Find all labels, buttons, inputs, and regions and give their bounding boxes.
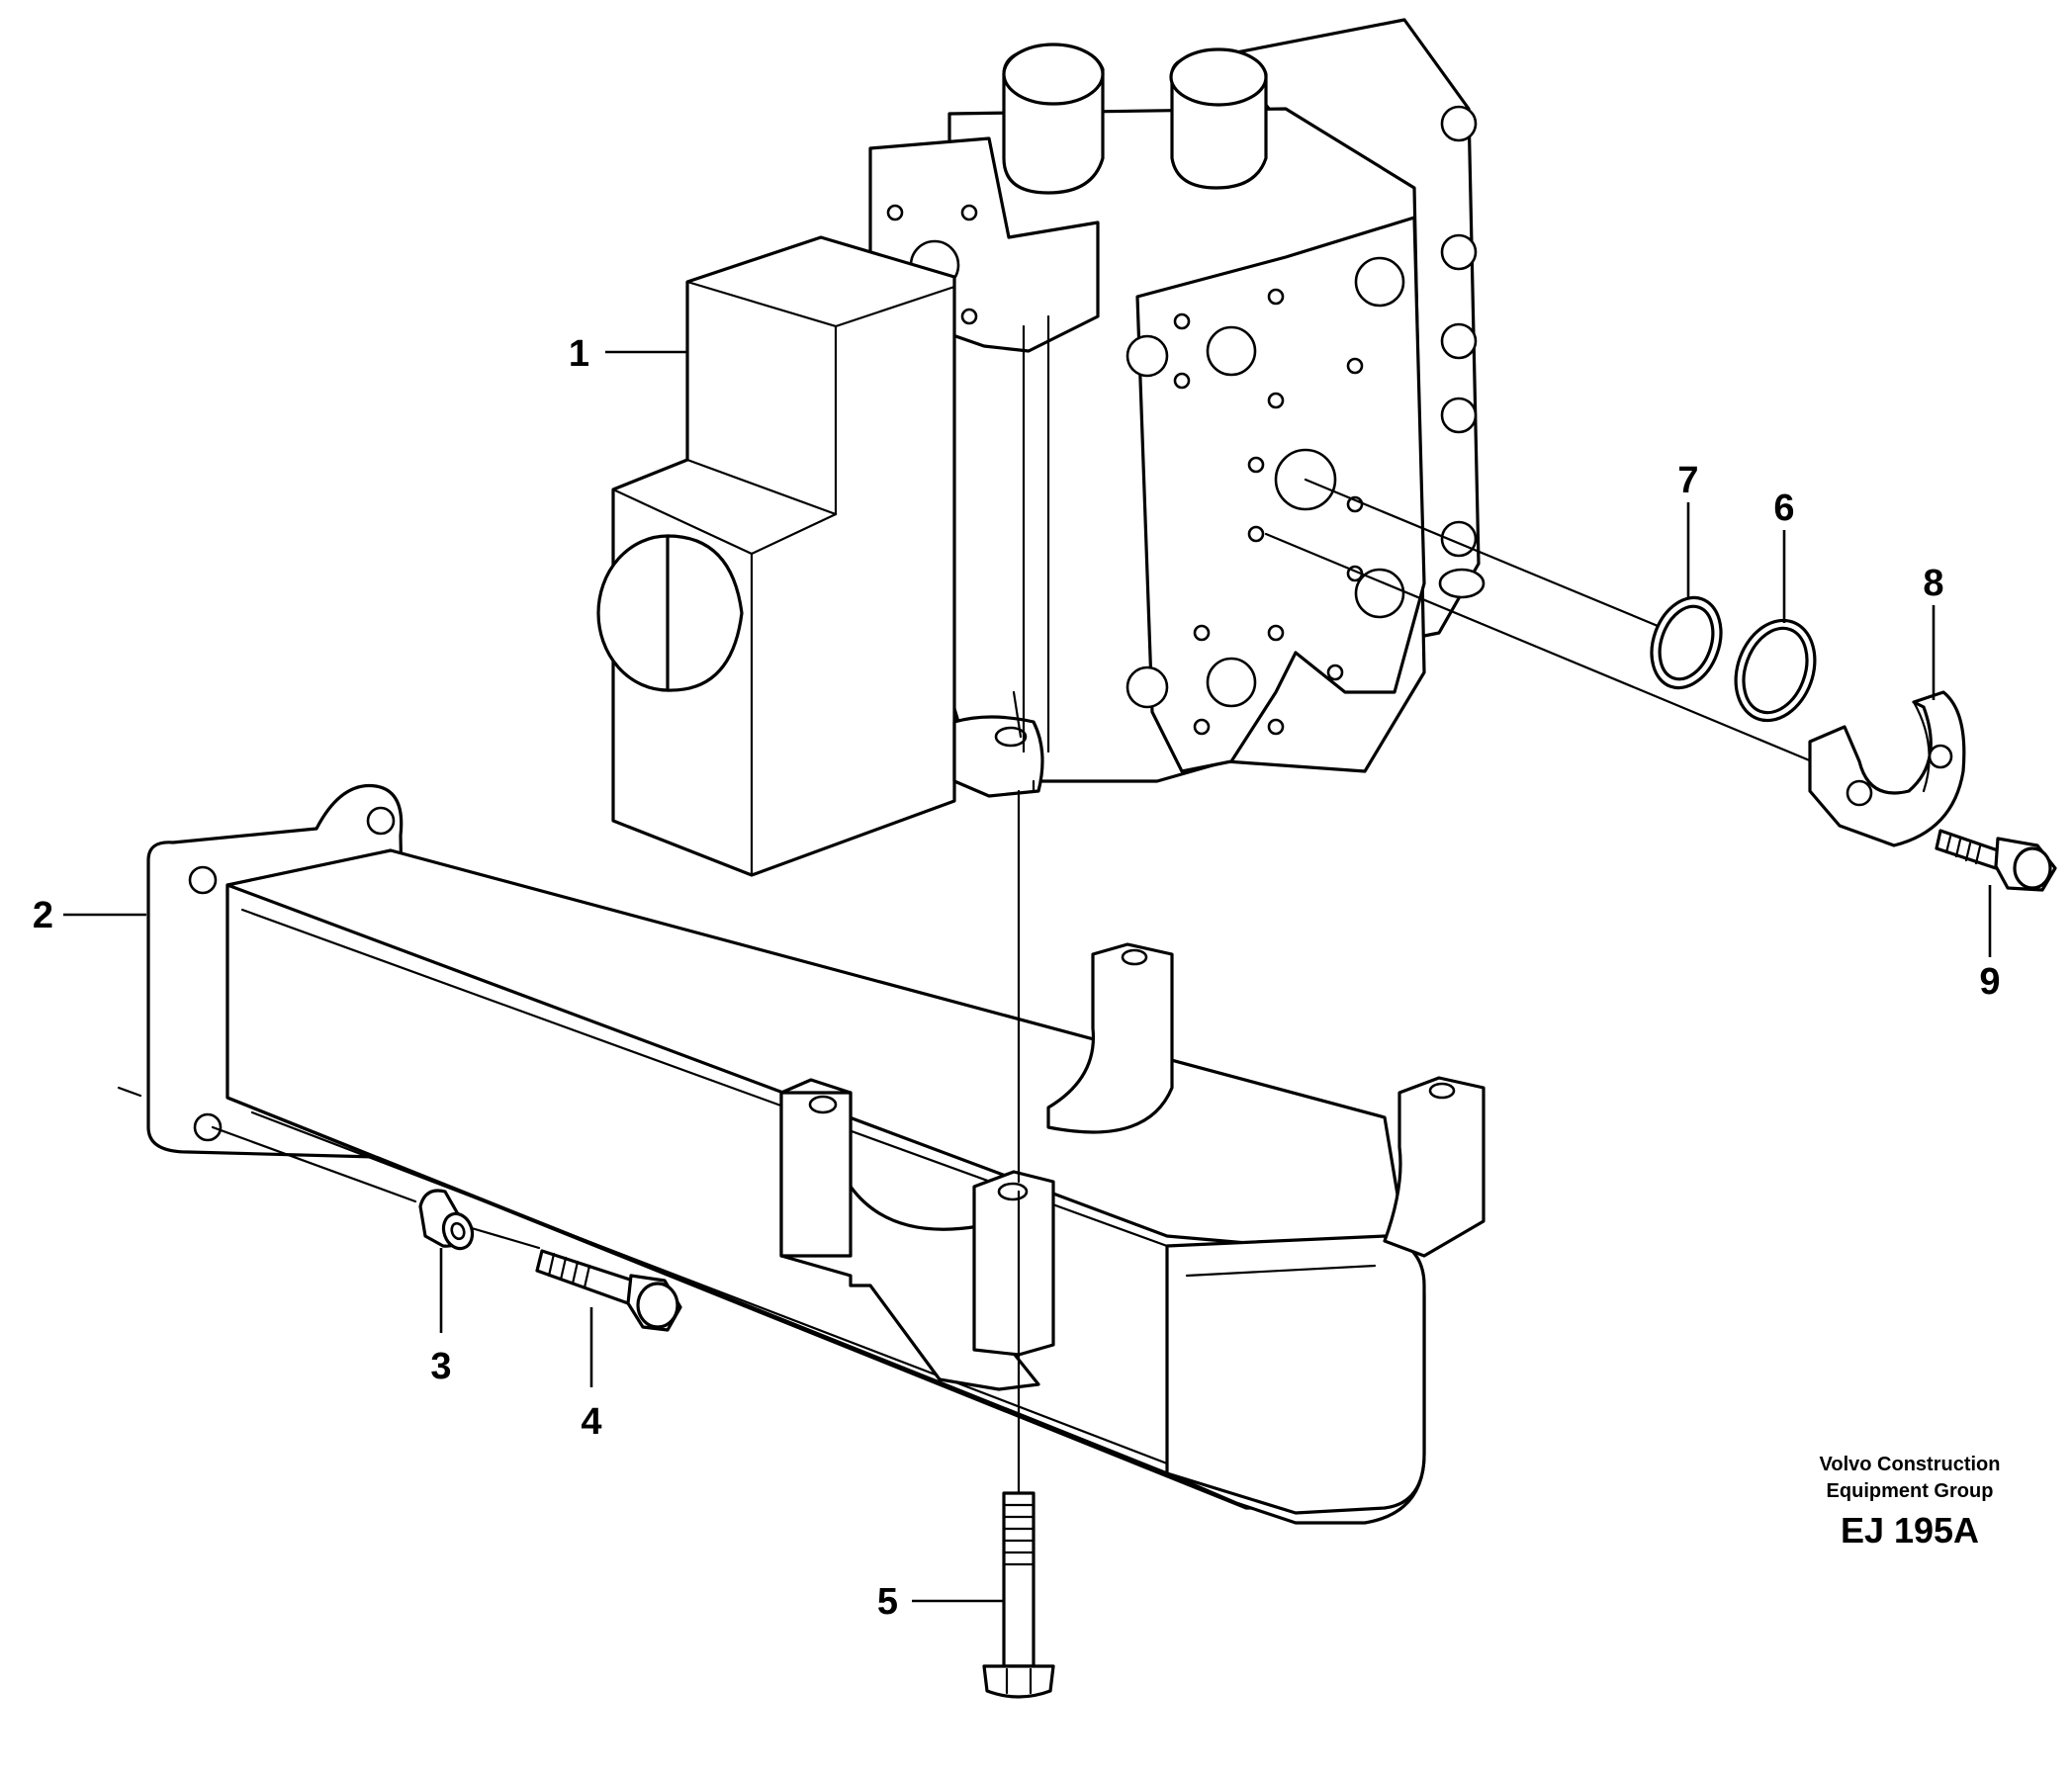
credit-line-2: Equipment Group bbox=[1827, 1480, 1994, 1502]
callout-4: 4 bbox=[581, 1401, 601, 1443]
callout-2: 2 bbox=[33, 895, 53, 936]
callout-9: 9 bbox=[1979, 961, 2000, 1003]
part-7-o-ring bbox=[1650, 595, 1723, 690]
callout-labels: 1 2 3 4 5 6 7 8 9 bbox=[33, 333, 2001, 1623]
callout-3: 3 bbox=[430, 1346, 451, 1387]
explosion-lines bbox=[211, 478, 1861, 1624]
part-8-clamp-flange bbox=[1808, 690, 1966, 847]
part-3-spacer-sleeve bbox=[418, 1189, 475, 1251]
part-2-bracket bbox=[117, 783, 1486, 1525]
callout-7: 7 bbox=[1677, 460, 1698, 501]
callout-1: 1 bbox=[569, 333, 589, 375]
part-4-hex-bolt bbox=[535, 1249, 682, 1332]
callout-8: 8 bbox=[1923, 563, 1943, 604]
drawing-code: EJ 195A bbox=[1841, 1510, 1979, 1551]
callout-5: 5 bbox=[877, 1581, 898, 1623]
publisher-credit: Volvo Construction Equipment Group EJ 19… bbox=[1820, 1454, 2001, 1551]
callout-leaders bbox=[63, 350, 1992, 1603]
credit-line-1: Volvo Construction bbox=[1820, 1454, 2001, 1475]
part-1-valve-block bbox=[596, 18, 1486, 877]
part-6-seal-washer bbox=[1734, 618, 1817, 723]
part-5-long-hex-bolt bbox=[982, 1491, 1055, 1699]
callout-6: 6 bbox=[1773, 488, 1794, 529]
part-9-flange-bolt bbox=[1935, 829, 2057, 892]
